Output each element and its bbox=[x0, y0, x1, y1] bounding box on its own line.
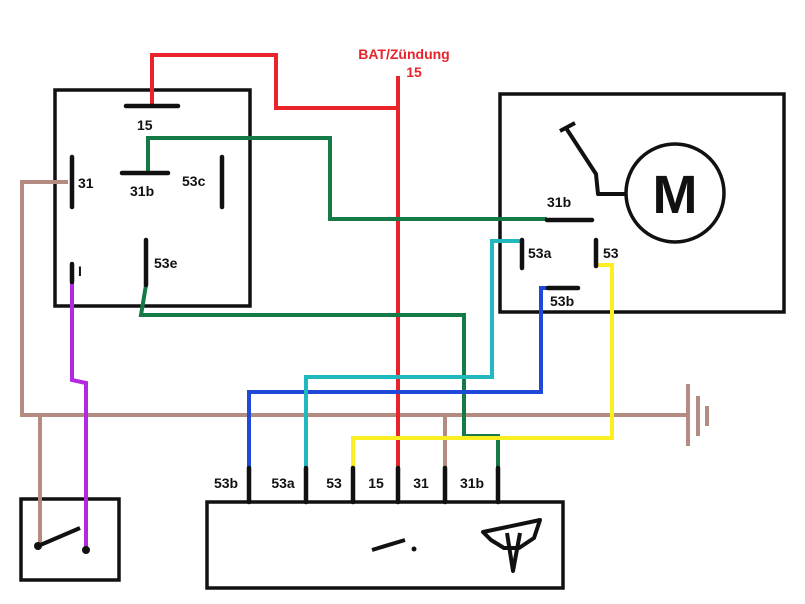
switch-label-15: 15 bbox=[368, 475, 384, 491]
relay-label-53c: 53c bbox=[182, 173, 206, 189]
motor-linkage-icon bbox=[564, 126, 626, 196]
motor-label-53a: 53a bbox=[528, 245, 552, 261]
motor-label-31b: 31b bbox=[547, 194, 571, 210]
switch-label-31b: 31b bbox=[460, 475, 484, 491]
ground-symbol bbox=[686, 384, 709, 446]
relay-box bbox=[53, 88, 252, 308]
motor-label-53: 53 bbox=[603, 245, 619, 261]
motor-label-53b: 53b bbox=[550, 293, 574, 309]
wire-blue-53b bbox=[247, 286, 548, 468]
wire-red-15-relay bbox=[150, 53, 398, 110]
switch-label-53: 53 bbox=[326, 475, 342, 491]
wire-yellow-53 bbox=[351, 263, 614, 468]
motor-symbol-label: M bbox=[653, 165, 698, 225]
wire-cyan-53a bbox=[304, 239, 522, 468]
motor-circle-icon bbox=[624, 142, 726, 244]
wiper-contact-symbol bbox=[371, 538, 417, 552]
relay-label-31b: 31b bbox=[130, 183, 154, 199]
motor-symbol: M bbox=[559, 121, 726, 244]
relay-label-31: 31 bbox=[78, 175, 94, 191]
switch-label-53b: 53b bbox=[214, 475, 238, 491]
motor-arm-icon bbox=[559, 121, 576, 133]
relay-label-I: I bbox=[78, 263, 82, 279]
relay-label-15: 15 bbox=[137, 117, 153, 133]
wire-brown-ground bbox=[20, 180, 688, 417]
switch-label-31: 31 bbox=[413, 475, 429, 491]
switch-contact-symbol bbox=[34, 526, 90, 554]
wire-purple-I bbox=[70, 282, 88, 550]
power-title: BAT/Zündung bbox=[358, 46, 450, 62]
dash-switch-box bbox=[19, 497, 121, 582]
power-terminal-label: 15 bbox=[406, 64, 422, 80]
wiper-symbol bbox=[481, 518, 542, 573]
switch-label-53a: 53a bbox=[271, 475, 295, 491]
relay-label-53e: 53e bbox=[154, 255, 178, 271]
wire-green-31b bbox=[146, 136, 547, 221]
